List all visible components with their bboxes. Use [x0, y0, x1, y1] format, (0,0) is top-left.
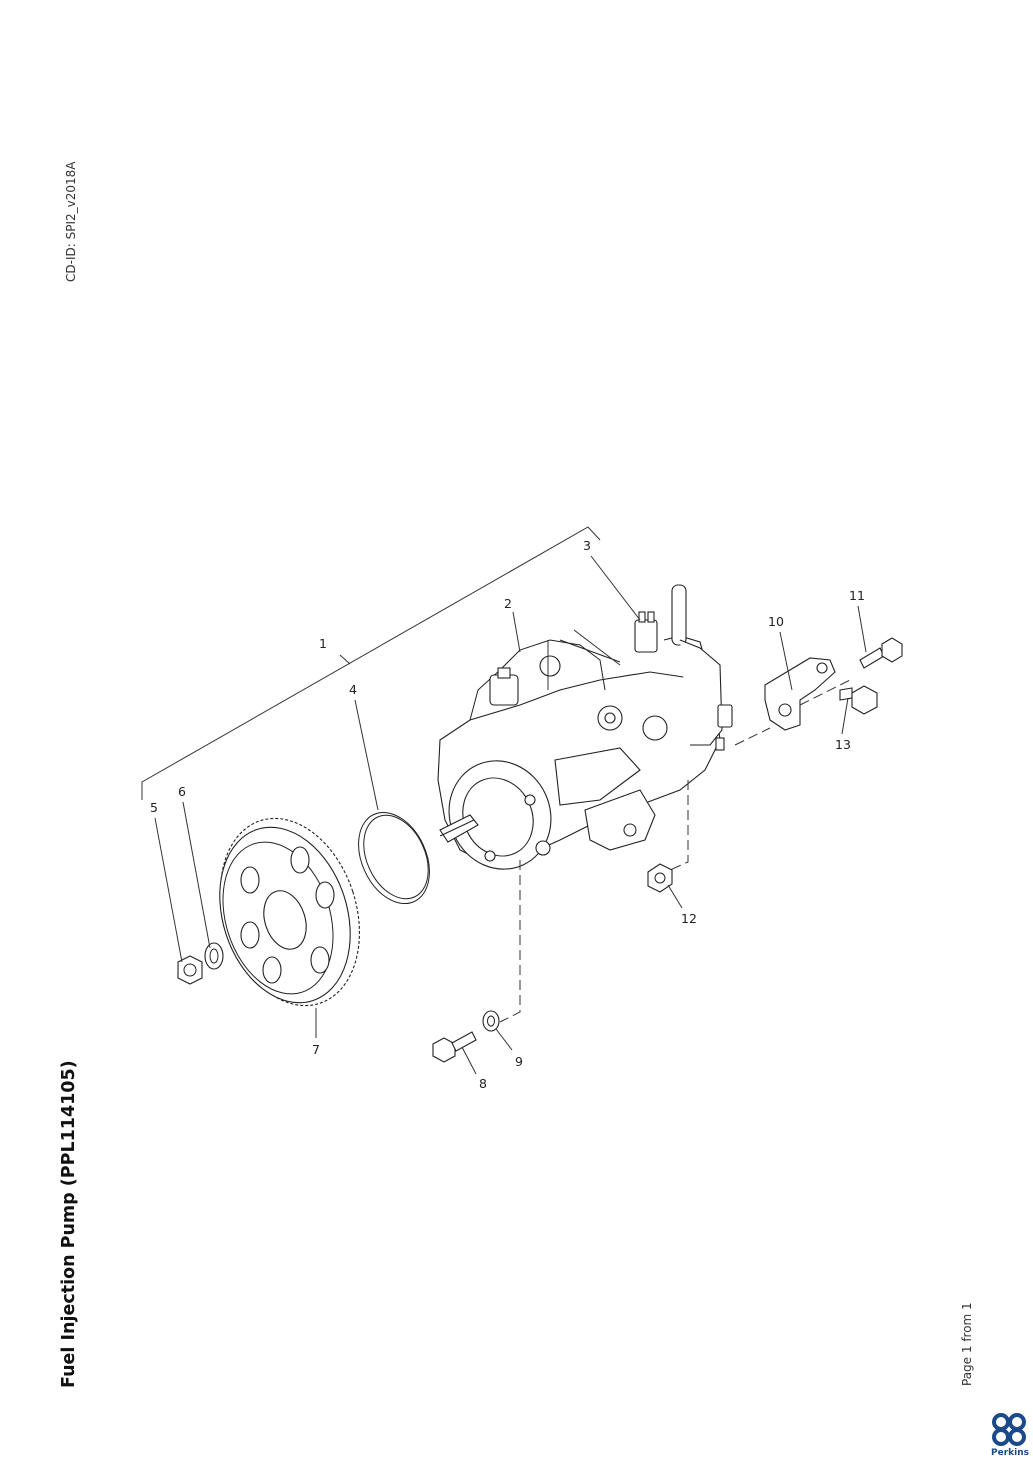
callout-10: 10: [768, 614, 784, 629]
flange-nut: [647, 863, 673, 893]
pump-front-flange: [439, 760, 552, 870]
callout-7: 7: [312, 1042, 320, 1057]
callout-9: 9: [515, 1054, 523, 1069]
logo-wordmark: Perkins: [991, 1448, 1029, 1458]
callout-6: 6: [178, 784, 186, 799]
callout-4: 4: [349, 682, 357, 697]
gear-washer: [204, 942, 224, 970]
callout-8: 8: [479, 1076, 487, 1091]
assembly-bracket: [141, 526, 601, 800]
bracket-bolt-upper: [859, 637, 903, 669]
callout-2: 2: [504, 596, 512, 611]
mounting-bolt: [432, 1031, 477, 1063]
callout-11: 11: [849, 588, 865, 603]
callout-3: 3: [583, 538, 591, 553]
callout-1: 1: [319, 636, 327, 651]
perkins-logo: [992, 1413, 1026, 1446]
leader-lines: [154, 555, 867, 1075]
callout-5: 5: [150, 800, 158, 815]
mounting-washer: [482, 1010, 500, 1032]
callout-numbers: 1 2 3 4 5 6 7 8 9 10 11 12 13: [150, 538, 865, 1091]
drive-gear: [219, 817, 360, 1007]
bracket-bolt-lower: [839, 685, 878, 715]
o-ring: [358, 811, 430, 905]
gear-nut: [177, 955, 203, 985]
callout-12: 12: [681, 911, 697, 926]
support-bracket: [764, 657, 836, 731]
callout-13: 13: [835, 737, 851, 752]
